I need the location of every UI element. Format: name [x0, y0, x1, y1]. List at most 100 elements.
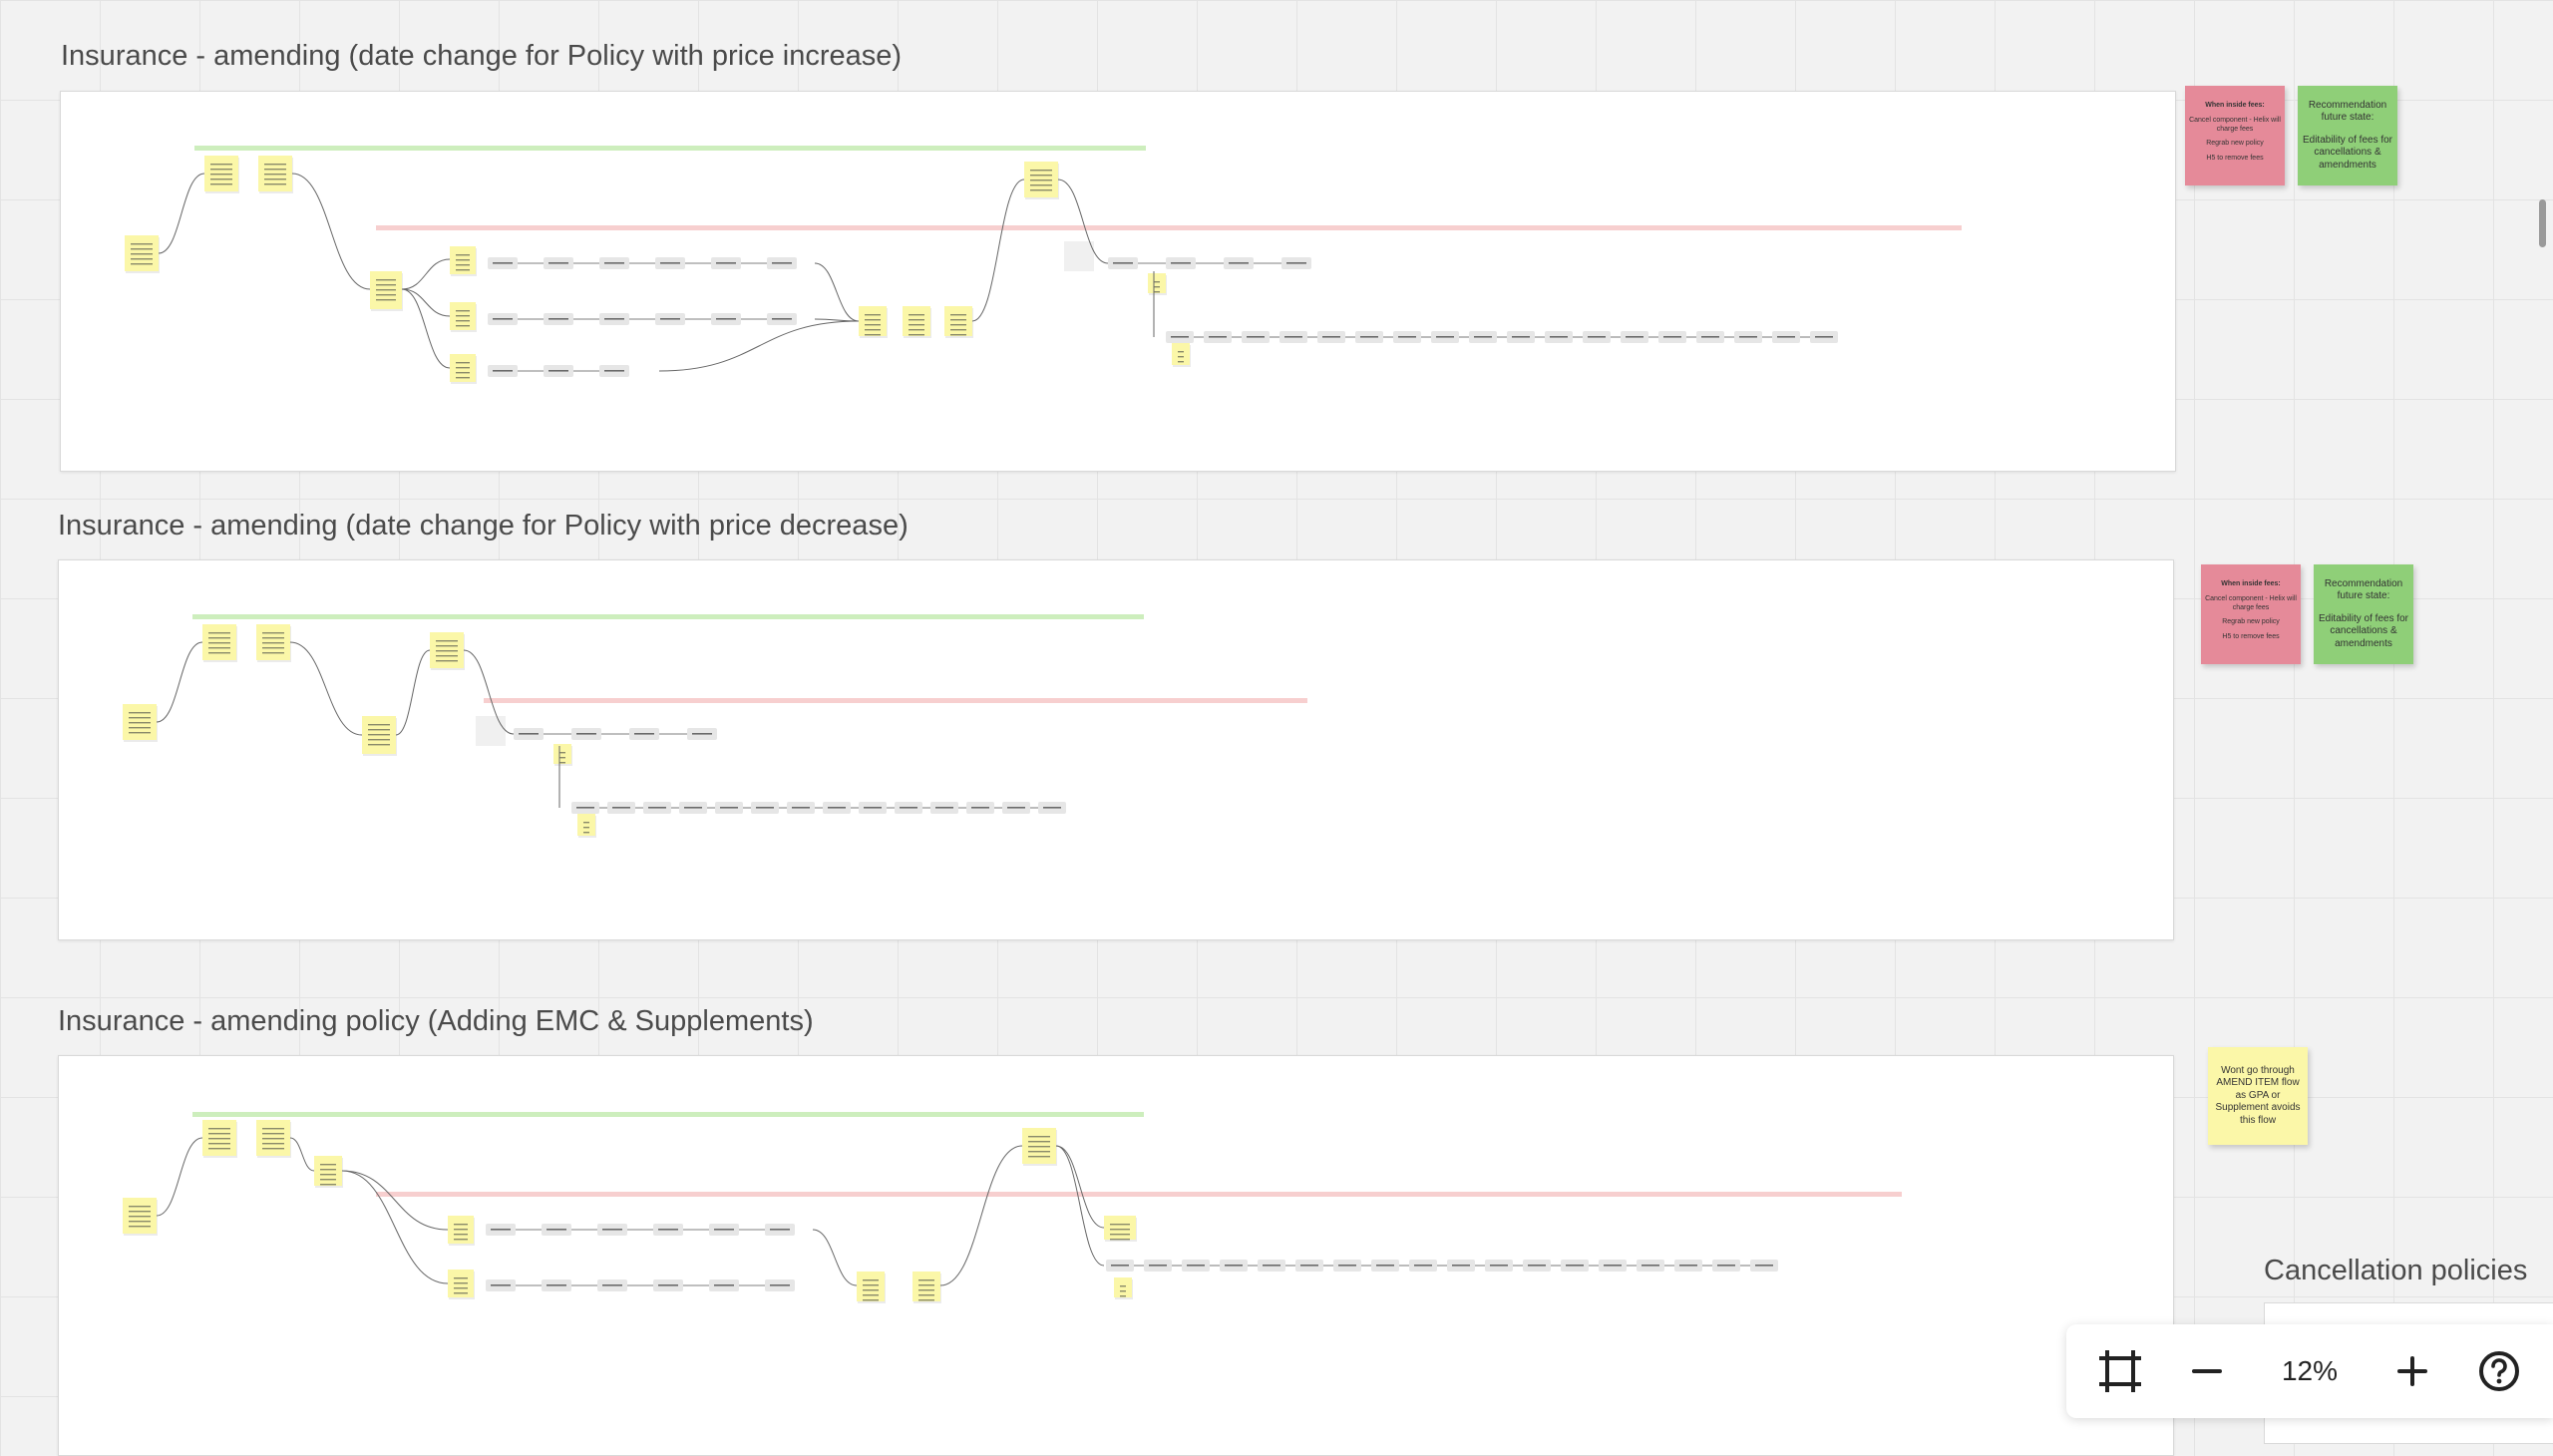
mini-text-line: [456, 362, 470, 364]
mini-text-line: [918, 1294, 934, 1296]
mini-text-line: [604, 318, 624, 320]
mini-text-line: [547, 1229, 566, 1231]
mini-text-line: [863, 1289, 879, 1291]
flow-frame[interactable]: [58, 559, 2174, 940]
sticky-note-emc[interactable]: Wont go through AMEND ITEM flow as GPA o…: [2208, 1047, 2308, 1145]
mini-text-line: [376, 284, 396, 286]
mini-text-line: [376, 279, 396, 281]
mini-text-line: [456, 320, 470, 322]
swimlane-bar: [192, 1112, 1144, 1117]
mini-text-line: [1739, 336, 1757, 338]
mini-connector: [1057, 179, 1109, 264]
note-line: Recommendation future state:: [2308, 99, 2387, 124]
mini-text-line: [909, 324, 924, 326]
frame-title[interactable]: Insurance - amending (date change for Po…: [61, 40, 903, 72]
frame-title[interactable]: Insurance - amending (date change for Po…: [58, 510, 909, 542]
mini-text-line: [918, 1299, 934, 1301]
mini-text-line: [264, 169, 286, 171]
mini-text-line: [950, 334, 966, 336]
mini-text-line: [863, 1294, 879, 1296]
mini-text-line: [756, 807, 774, 809]
vertical-scrollbar[interactable]: [2539, 199, 2546, 247]
zoom-out-button[interactable]: [2177, 1341, 2237, 1401]
mini-text-line: [131, 248, 153, 250]
flow-frame[interactable]: [58, 1055, 2174, 1456]
mini-text-line: [1028, 1146, 1050, 1148]
mini-text-line: [1209, 336, 1227, 338]
plus-icon: [2396, 1356, 2427, 1386]
swimlane-bar: [376, 225, 1962, 230]
mini-text-line: [863, 1279, 879, 1281]
mini-sticky-note: [1148, 273, 1166, 293]
help-button[interactable]: [2469, 1341, 2529, 1401]
mini-sticky-note: [1172, 343, 1190, 365]
mini-text-line: [1187, 1265, 1205, 1267]
mini-text-line: [210, 179, 232, 181]
flow-frame[interactable]: [60, 91, 2176, 472]
mini-text-line: [454, 1229, 468, 1231]
fit-to-screen-button[interactable]: [2090, 1341, 2150, 1401]
mini-text-line: [1414, 1265, 1432, 1267]
frame-title[interactable]: Insurance - amending policy (Adding EMC …: [58, 1005, 814, 1037]
mini-text-line: [602, 1284, 622, 1286]
mini-sticky-note: [577, 814, 595, 836]
mini-text-line: [454, 1234, 468, 1236]
mini-sticky-note: [944, 306, 972, 336]
sticky-note-recommendation[interactable]: Recommendation future state: Editability…: [2314, 564, 2413, 664]
mini-sticky-note: [912, 1272, 940, 1301]
mini-text-line: [1178, 351, 1184, 353]
sticky-note-fees[interactable]: When inside fees: Cancel component - Hel…: [2185, 86, 2285, 185]
sticky-note-fees[interactable]: When inside fees: Cancel component - Hel…: [2201, 564, 2301, 664]
sticky-note-recommendation[interactable]: Recommendation future state: Editability…: [2298, 86, 2397, 185]
mini-text-line: [262, 637, 284, 639]
mini-text-line: [1110, 1234, 1130, 1236]
mini-text-line: [548, 370, 568, 372]
mini-text-line: [828, 807, 846, 809]
note-line: Recommendation future state:: [2324, 577, 2403, 602]
mini-text-line: [262, 632, 284, 634]
mini-text-line: [909, 314, 924, 316]
mini-connector: [658, 320, 860, 372]
mini-text-line: [1263, 1265, 1280, 1267]
mini-text-line: [1777, 336, 1795, 338]
mini-text-line: [320, 1164, 336, 1166]
mini-text-line: [1113, 262, 1133, 264]
mini-text-line: [208, 1148, 230, 1150]
mini-sticky-note: [903, 306, 930, 336]
note-line: Regrab new policy: [2222, 618, 2280, 626]
mini-text-line: [129, 1226, 151, 1228]
mini-text-line: [1178, 361, 1184, 363]
mini-connector: [812, 1229, 858, 1286]
mini-text-line: [714, 1284, 734, 1286]
mini-text-line: [454, 1282, 468, 1284]
mini-text-line: [210, 174, 232, 176]
mini-text-line: [129, 1221, 151, 1223]
mini-text-line: [658, 1284, 678, 1286]
mini-text-line: [208, 1138, 230, 1140]
help-icon: [2479, 1351, 2520, 1391]
mini-text-line: [436, 655, 458, 657]
frame-title[interactable]: Cancellation policies: [2264, 1255, 2528, 1286]
mini-text-line: [456, 259, 470, 261]
mini-connector: [971, 179, 1025, 322]
mini-text-line: [1286, 262, 1306, 264]
mini-text-line: [583, 832, 589, 834]
mini-text-line: [129, 722, 151, 724]
zoom-level[interactable]: 12%: [2281, 1355, 2338, 1386]
mini-connector: [156, 641, 203, 723]
mini-text-line: [792, 807, 810, 809]
note-line: Cancel component - Helix will charge fee…: [2189, 116, 2281, 133]
mini-text-line: [262, 1148, 284, 1150]
mini-text-line: [262, 1138, 284, 1140]
swimlane-bar: [194, 146, 1146, 151]
mini-text-line: [1154, 286, 1160, 288]
mini-text-line: [1566, 1265, 1584, 1267]
mini-text-line: [648, 807, 666, 809]
mini-text-line: [456, 310, 470, 312]
zoom-in-button[interactable]: [2382, 1341, 2442, 1401]
mini-text-line: [210, 183, 232, 185]
mini-text-line: [660, 318, 680, 320]
mini-text-line: [264, 179, 286, 181]
mini-text-line: [1604, 1265, 1622, 1267]
mini-text-line: [131, 263, 153, 265]
